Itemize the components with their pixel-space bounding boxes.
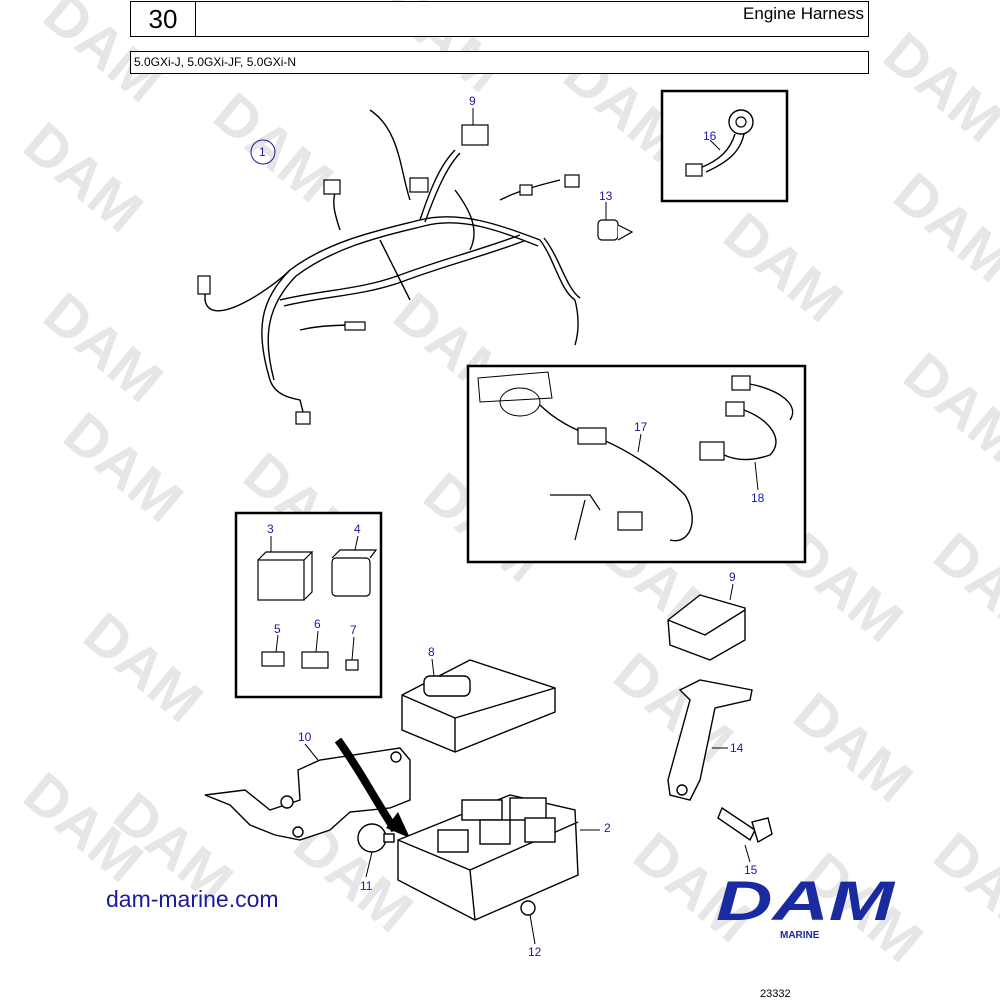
connector-9-drawing — [667, 594, 746, 661]
section-number: 30 — [131, 2, 196, 36]
callout-16: 16 — [703, 129, 717, 143]
fuse-box-2-drawing — [397, 794, 579, 921]
callout-1: 1 — [259, 145, 266, 159]
callout-15: 15 — [744, 863, 758, 877]
watermark-text: DAM — [882, 160, 1000, 295]
callout-5: 5 — [274, 622, 281, 636]
callout-18: 18 — [751, 491, 765, 505]
header-box: 30 Engine Harness — [130, 1, 869, 37]
watermark-text: DAM — [32, 280, 175, 415]
clamp-13-drawing — [597, 219, 634, 241]
watermark-text: DAM — [72, 600, 215, 735]
watermark-text: DAM — [922, 520, 1000, 655]
watermark-text: DAM — [602, 640, 745, 775]
logo-subtext: MARINE — [780, 930, 820, 941]
watermark-text: DAM — [782, 680, 925, 815]
cover-8-drawing — [401, 659, 556, 753]
watermark-text: DAM — [202, 80, 345, 215]
watermark-text: DAM — [872, 20, 1000, 155]
watermark-text: DAM — [922, 820, 1000, 955]
callout-4: 4 — [354, 522, 361, 536]
callout-13: 13 — [599, 189, 613, 203]
page-title: Engine Harness — [743, 4, 864, 23]
dam-logo: DAM — [716, 869, 896, 932]
arrow-to-fusebox — [334, 737, 399, 833]
watermark-text: DAM — [892, 340, 1000, 475]
callout-2: 2 — [604, 821, 611, 835]
callout-circle-1 — [250, 139, 276, 165]
callout-9-lower: 9 — [729, 570, 736, 584]
callout-17: 17 — [634, 420, 648, 434]
harness-connectors — [197, 124, 580, 425]
model-list: 5.0GXi-J, 5.0GXi-JF, 5.0GXi-N — [130, 51, 869, 74]
callout-9-upper: 9 — [469, 94, 476, 108]
inset-17-18 — [466, 364, 807, 564]
callout-8: 8 — [428, 645, 435, 659]
engine-harness-drawing — [204, 109, 581, 421]
leader-lines — [270, 108, 759, 945]
inset-16 — [660, 89, 789, 203]
watermark-text: DAM — [52, 400, 195, 535]
callout-14: 14 — [730, 741, 744, 755]
bolt-15-drawing — [717, 806, 773, 844]
inset-relays-fuses — [234, 511, 383, 699]
callout-3: 3 — [267, 522, 274, 536]
bracket-14-drawing — [667, 679, 753, 801]
callout-11: 11 — [360, 879, 373, 893]
mount-11-drawing — [357, 823, 395, 853]
callout-7: 7 — [350, 623, 357, 637]
website-link[interactable]: dam-marine.com — [106, 886, 279, 912]
callout-10: 10 — [298, 730, 312, 744]
drawing-number: 23332 — [760, 988, 791, 1000]
logo-text: DAM — [716, 869, 896, 932]
watermark-text: DAM — [712, 200, 855, 335]
arrow-head — [386, 812, 410, 838]
callout-12: 12 — [528, 945, 542, 959]
callout-6: 6 — [314, 617, 321, 631]
watermark-text: DAM — [12, 110, 155, 245]
